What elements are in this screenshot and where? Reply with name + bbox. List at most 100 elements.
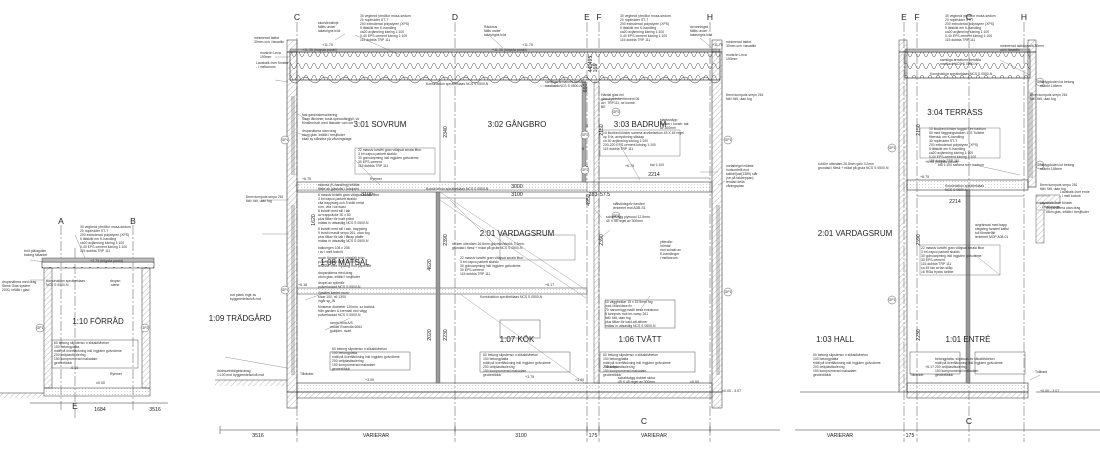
note-roof-badrum: 30 vegbeck ytmöllor mosa-sedum 20 nopfru… [620,14,672,42]
note-rail-right: avrunningsk fällits under takavrigns trö… [690,25,712,37]
elev-1175-left: +11.75 [322,43,333,47]
room-gangbro: 3:02 GÅNGBRO [488,120,547,129]
note-konstr-far: Konstruktion sprutbeklaas NCS S 0500-N [930,72,993,76]
small-label-tillracker: Tillräcker [300,372,314,376]
dim-3100-bottom: 3100 [515,433,527,439]
small-labels: G G B Ryemer Ryemer bal 1:100 bal 1:100 … [110,124,984,377]
dim-3516: 3516 [252,433,264,439]
note-tunnputs-mid: 8mm tunnputs serpo 261 fält i fält, utan… [246,195,284,203]
note-trapp-sovrum: 22 massiv kvistfri gran vitlajsat smala … [358,148,422,168]
gp-tag: GP1 [35,323,45,333]
dim-4950: 4950 [586,194,592,206]
note-trappsteg-far: avgränsad med trapp stegsteg fonsterl ka… [975,223,1010,239]
leader-lines [29,33,1050,381]
dim-2230-far: 2230 [916,329,922,341]
grid-label-e: E [584,12,590,22]
gp-tag: GP2 [580,130,590,140]
room-entre: 1:01 ENTRÉ [946,335,991,344]
note-dropp-left: dropsnäbera utan drag utom glas, infälld… [302,129,352,141]
grid-label-a: A [58,216,64,226]
note-lavabo: Lavabalk över fönster - i mellanrum [256,61,289,69]
gp-tag: GP1 [723,135,733,145]
note-trappsteg: 6 massiv kvistfri gran vitlajsat smala f… [318,193,380,225]
room-matsal: 1:08 MATSAL [320,258,370,267]
note-betong-forrad: 60 betong slipstensv n slikaktivbeton 10… [54,341,123,365]
grid-label-e2: E [901,12,907,22]
dim-165: 165 [593,64,599,73]
dim-2230: 2230 [443,329,449,341]
gp-tag: GP1 [280,285,290,295]
elevation-marks: +11.75 +11.75 +11.75 +11.35 (högsta punk… [70,43,1059,393]
dim-495: 495 [588,56,594,65]
note-badrum-dim: stadssnäpp fönster i konstr. tak av 300m… [660,118,689,130]
note-ytterdorr: ytterdörr hörntal mot schakt av K-handli… [660,240,682,260]
note-rutt-plank: rutt plank mgtr av byggmedelsnivå mot [230,293,261,301]
elev-675-right: +6.75 [625,164,634,168]
note-betong-matsal: 60 betong slipstensv n slikaktivbeton 10… [332,347,401,371]
note-tunnputs-far2: 8mm tunnputs serpo 261 fält i fält, utan… [1030,93,1068,101]
elev-675-left: +6.75 [302,177,311,181]
dim-175-right: 175 [906,433,915,439]
note-drope: dropsn -stene [110,279,121,287]
note-konstr-kok: Konstruktion sprutbeklaas NCS S 0500-N [480,295,543,299]
note-terrass-left: rutdörr utterdam 26.8mm golv 3.2mm grund… [818,162,889,170]
elev-1175-right: +11.75 [712,43,723,47]
room-terrass: 3:04 TERRASS [927,108,982,117]
note-armatur: samtliga armaturer beställa med lack NCS… [545,80,587,88]
elev-range-right: ±0.00 - 3.07 [722,389,741,393]
note-tullbard: Tullbard [1035,370,1047,374]
gp-tag: GP2 [140,323,150,333]
note-fast-gardin: fast gardinskena/bering Saarl lålvinner,… [302,113,360,125]
note-konstr-forrad: Konstruktion sprutbeklaas NCS S 0500-N [46,279,86,287]
elev-1175-mid: +11.75 [522,43,533,47]
note-betong-kok: 60 betong slipstensv n slikaktivbeton 10… [483,353,552,377]
note-kok-vagg: 10 väggbeklar 15 x 15 5mm fog mat-i till… [605,300,660,328]
small-label-ryemer2: Ryemer [110,372,123,376]
note-parapet-left: minimerad takfot 30mm och i fasadlin [254,36,284,44]
grid-label-d: D [452,12,458,22]
small-label-tillracker2: Tillräcker [604,365,618,369]
room-sovrum: 3:01 SOVRUM [354,120,407,129]
dim-1684: 1684 [94,407,106,413]
grid-label-c-bottom2: C [966,416,972,426]
room-vardagsrum-2: 2:01 VARDAGSRUM [818,229,893,238]
note-rail-left: skorstenslinje fällits under takavrigns … [318,21,340,33]
small-label-bal2: bal 1:100 samma som badrum [938,163,984,167]
room-forrad: 1:10 FÖRRÅD [72,317,124,326]
note-fonster-vardagsrum: fönsterar diameter 120mm, sz koeksk från… [318,305,376,317]
note-parapet-right: minimerad takfot 30mm och i fasadlin [726,40,756,48]
grid-label-e-bottom: E [72,401,78,411]
dim-2150-far: 2150 [916,124,922,136]
gp-tag: GP1 [887,143,897,153]
note-konstr-mid: Konstruktion sprutbeklaas NCS S 0500-N [426,187,489,191]
elev-375: +3.75 [525,375,534,379]
note-tunnputs-top: 8mm tunnputs serpo 261 fält i fält, utan… [726,93,764,101]
note-konstr-top: Konstruktion sprutbeklaas NCS S 0500-N [426,82,489,86]
note-parapet-far: minimerad takkloppslit 30mm och i fasadl… [1000,44,1045,52]
elev-375-hp: +3.75 (högsta punkt) [90,259,123,263]
svg-text:GP1: GP1 [1037,163,1044,167]
note-gedde: Geddes kantet mont shoe 100, x6 1300 ing… [318,291,350,303]
room-hall: 1:03 HALL [816,335,854,344]
vertical-dimensions: 2340 2390 2230 2020 4620 4950 2150 2390 … [311,56,922,341]
note-roof-terrass: 30 vegbeck ytmöllor mosa-sedum 20 nopfru… [945,14,997,42]
note-balkong: balkongen 108 x 208 i av i mell locknit [318,246,350,254]
grid-labels: C D E F H E F C H A B E C C [58,12,1027,426]
note-armatur-far: samtliga armaturer beställa med lack NCS… [940,58,982,66]
gp-tag: GP1 [280,135,290,145]
dim-57-5: 57.5 [600,192,610,198]
small-label-tillracker3: Tillräcker [910,373,924,377]
note-sidovsk: sidovsk (K-handling) infällat fäste an g… [318,183,360,191]
elev-range-far: +0.00 - 3.07 [1040,389,1059,393]
note-mock-fonster: moch fönster mot platsfält brön pulverla… [318,256,371,268]
note-trapp-riser: 8 kvistfri med stil i ask, trappsteg 9 k… [318,227,370,243]
room-kok: 1:07 KÖK [500,335,535,344]
dim-3100: 3100 [511,192,523,198]
note-dropp-far: dropsnäbera utan drag utom glas, infälld… [1046,206,1090,214]
note-rail-mid: Räckhus fällts under takavrigns tröd [484,25,506,37]
gp-tag: GP1 [1035,160,1045,170]
room-tradgard: 1:09 TRÄDGÅRD [209,314,272,323]
dim-varierar-3: VARIERAR [827,433,853,439]
note-hand-glas: Härdat glas enl glasskyddsfon cement 06 … [601,93,640,109]
note-utelygd: utelygduden lut betong skänkt 148mm [1040,80,1075,88]
